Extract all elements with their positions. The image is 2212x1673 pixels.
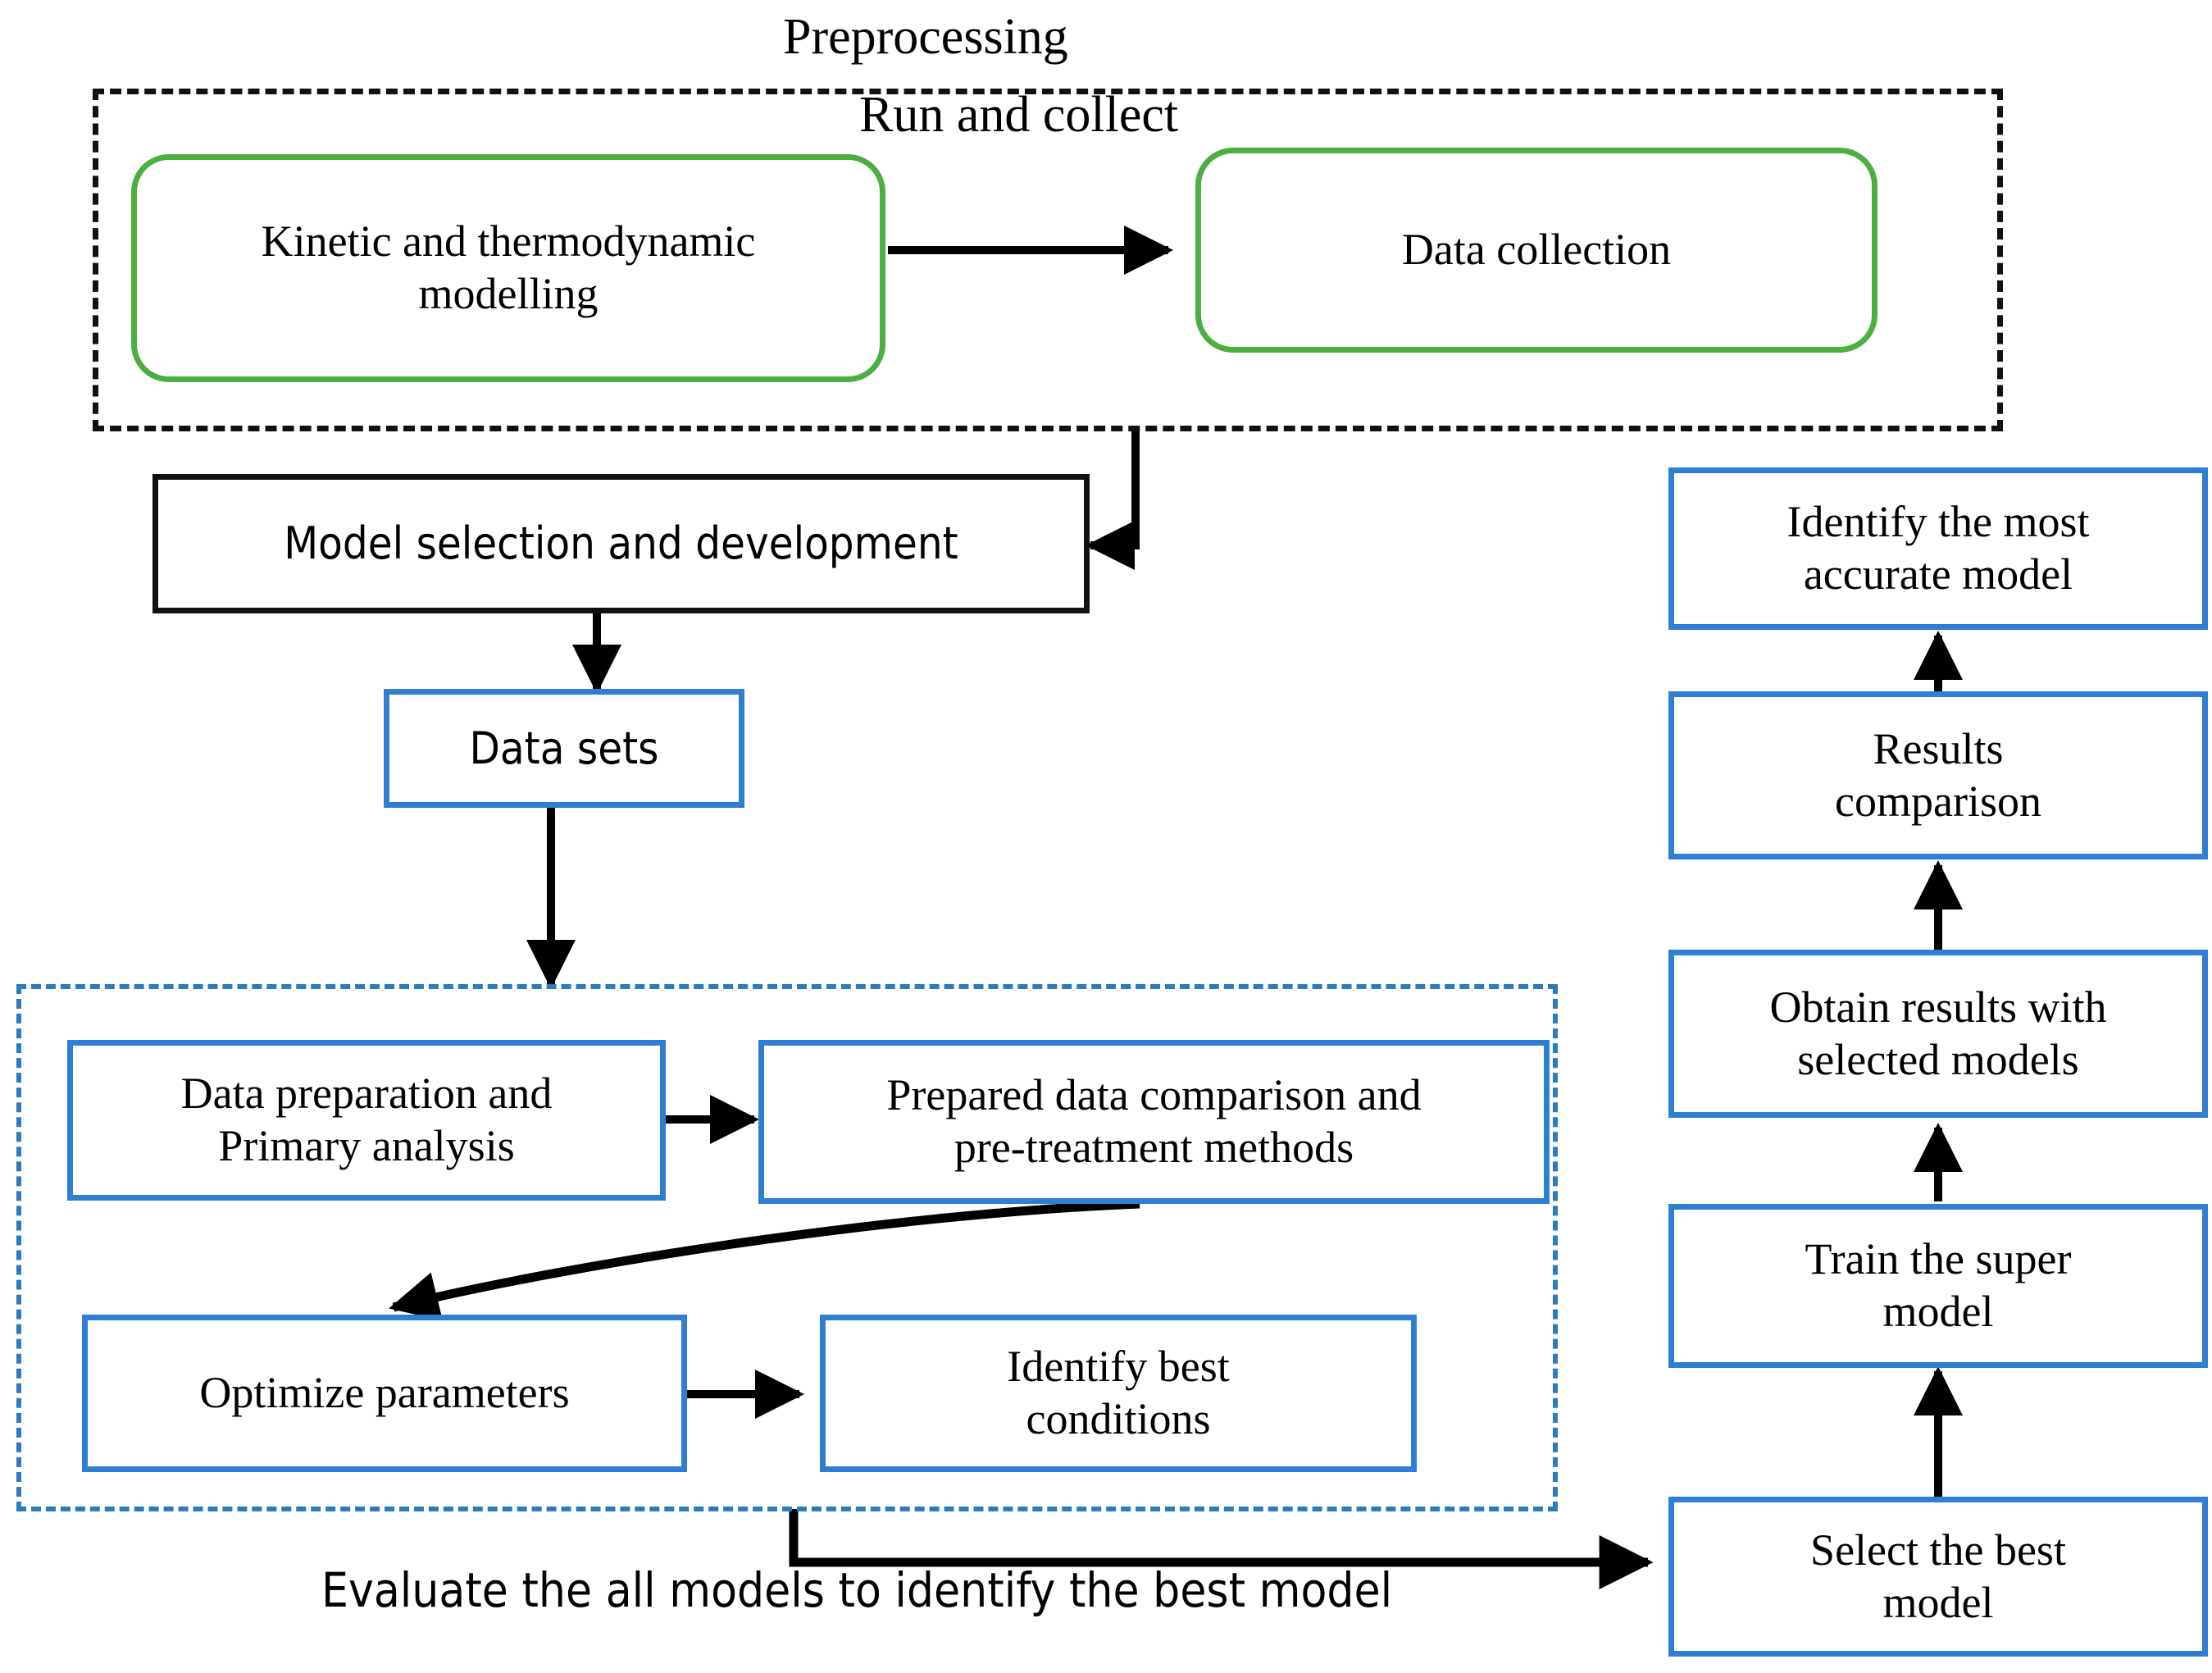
run-and-collect-caption: Run and collect (859, 87, 1179, 143)
node-train-the-super-model[interactable]: Train the super model (1668, 1204, 2208, 1368)
node-model-selection-development[interactable]: Model selection and development (152, 474, 1090, 613)
node-obtain-results-selected-models[interactable]: Obtain results with selected models (1668, 950, 2208, 1118)
node-data-sets[interactable]: Data sets (384, 689, 744, 808)
preprocessing-group (93, 89, 2003, 431)
data-preparation-group (16, 984, 1558, 1511)
node-identify-best-conditions[interactable]: Identify best conditions (820, 1315, 1417, 1472)
node-select-the-best-model[interactable]: Select the best model (1668, 1497, 2208, 1657)
evaluate-models-caption: Evaluate the all models to identify the … (321, 1562, 1393, 1618)
node-data-preparation-primary-analysis[interactable]: Data preparation and Primary analysis (67, 1040, 666, 1201)
node-kinetic-thermodynamic-modelling[interactable]: Kinetic and thermodynamic modelling (131, 154, 885, 382)
node-optimize-parameters[interactable]: Optimize parameters (82, 1315, 687, 1472)
node-identify-most-accurate-model[interactable]: Identify the most accurate model (1668, 467, 2208, 630)
node-results-comparison[interactable]: Results comparison (1668, 691, 2208, 859)
preprocessing-caption: Preprocessing (783, 9, 1068, 65)
node-prepared-data-comparison[interactable]: Prepared data comparison and pre-treatme… (758, 1040, 1550, 1204)
edge-preparation-group-to-select-best (789, 1509, 1654, 1589)
node-data-collection[interactable]: Data collection (1195, 148, 1877, 353)
edge-preprocessing-to-model-selection (1086, 431, 1140, 570)
